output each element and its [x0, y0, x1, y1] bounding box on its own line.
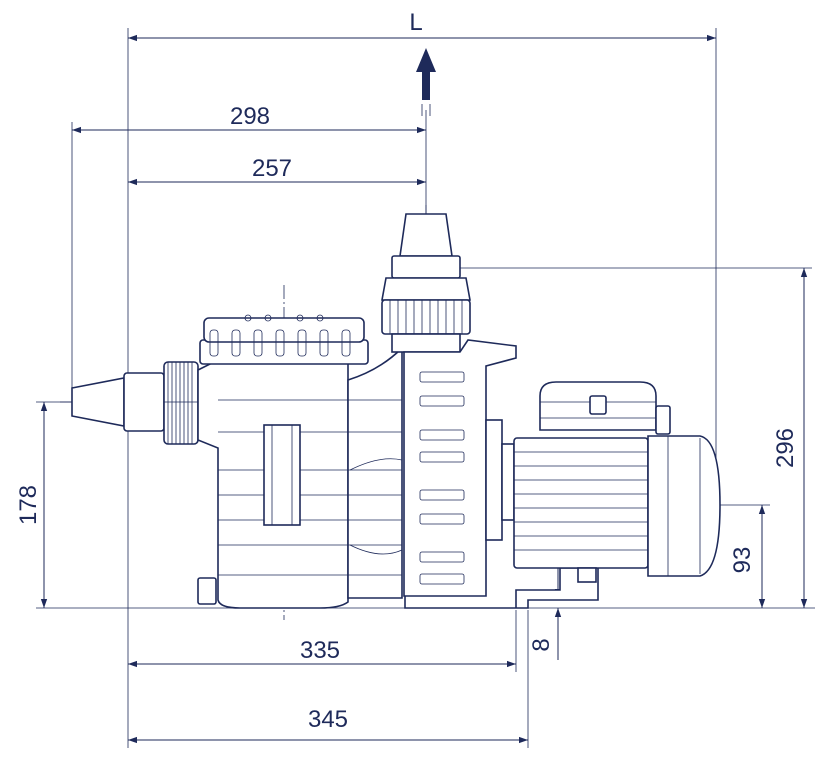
suction-inlet [71, 361, 199, 445]
pump-drawing [60, 205, 721, 620]
prefilter-lid [199, 314, 369, 365]
dim-335: 335 [128, 637, 516, 668]
motor-bracket [403, 339, 517, 597]
dim-93-label: 93 [729, 547, 756, 574]
prefilter-housing [197, 359, 349, 609]
dim-257: 257 [128, 155, 426, 186]
dim-345-label: 345 [308, 706, 348, 733]
dim-296-label: 296 [772, 428, 799, 468]
pump-volute [347, 346, 403, 599]
dim-257-label: 257 [252, 155, 292, 182]
motor [513, 381, 721, 583]
dim-296: 296 [772, 268, 808, 608]
dim-8-label: 8 [528, 638, 555, 651]
dim-93: 93 [729, 505, 766, 608]
dim-L-label: L [409, 9, 422, 36]
dim-335-label: 335 [300, 637, 340, 664]
dim-178: 178 [15, 402, 48, 608]
dim-298: 298 [72, 103, 426, 134]
dim-298-label: 298 [230, 103, 270, 130]
dim-345: 345 [128, 706, 528, 744]
outlet-flow-arrow [416, 48, 436, 116]
base-plate [404, 567, 599, 609]
dim-8: 8 [528, 565, 562, 660]
dim-178-label: 178 [15, 485, 42, 525]
discharge-outlet [381, 213, 471, 353]
dim-L: L [128, 9, 716, 42]
